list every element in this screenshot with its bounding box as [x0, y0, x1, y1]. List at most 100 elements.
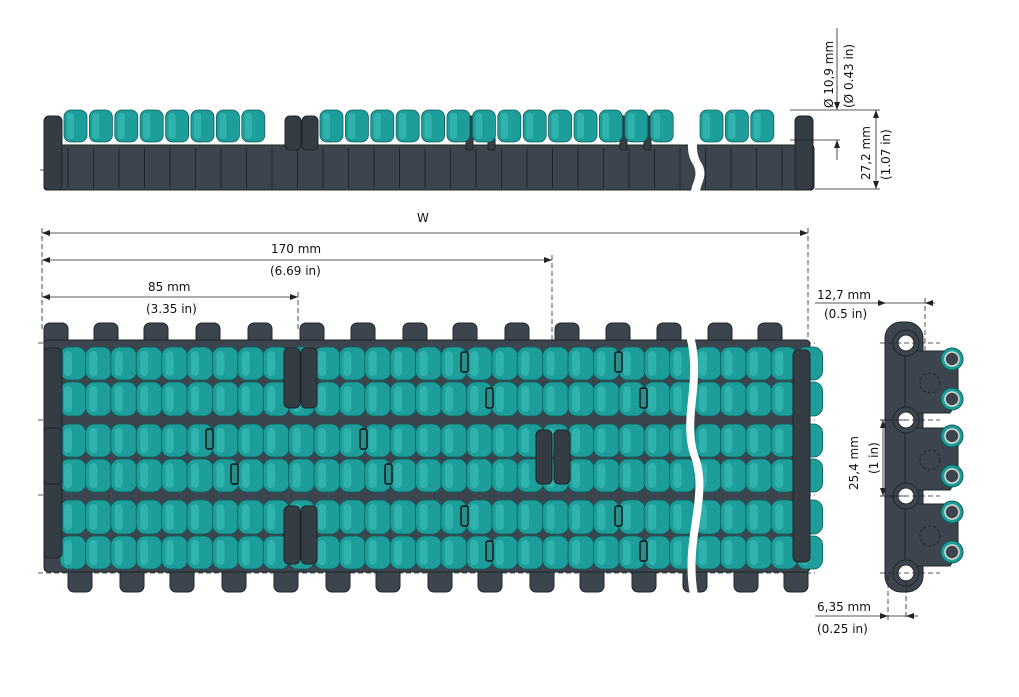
roller-highlight [368, 540, 377, 565]
roller-highlight [241, 351, 250, 376]
plan-roller [720, 423, 747, 458]
belt-side-profile: 12,7 mm (0.5 in) 25,4 mm (1 in) 6,35 mm … [815, 288, 964, 636]
plan-roller [364, 499, 392, 535]
plan-roller [338, 499, 366, 535]
plan-roller [389, 346, 417, 381]
plan-roller [389, 499, 417, 535]
roller-highlight [140, 540, 149, 565]
plan-roller [59, 381, 87, 417]
plan-roller [720, 535, 747, 570]
roller-highlight [703, 113, 710, 139]
roller-highlight [470, 540, 479, 565]
roller-highlight [724, 428, 733, 453]
arrow-head [878, 300, 886, 306]
plan-roller [110, 535, 138, 570]
roller-highlight [64, 386, 72, 412]
roller-highlight [572, 428, 580, 453]
roller-highlight [318, 540, 326, 565]
roller-highlight [648, 463, 657, 488]
roller-highlight [368, 504, 377, 530]
roller-highlight [394, 463, 403, 488]
pin-slot [460, 351, 469, 373]
roller-highlight [394, 540, 403, 565]
side-frame [283, 505, 301, 565]
plan-roller [110, 346, 138, 381]
roller-highlight [216, 463, 225, 488]
roller-highlight [753, 113, 761, 139]
side-guard [301, 115, 319, 151]
plan-roller [338, 535, 366, 570]
side-frame [300, 505, 318, 565]
roller-highlight [597, 504, 606, 530]
plan-roller [110, 458, 138, 493]
roller-highlight [419, 386, 428, 412]
roller-diameter-in: (Ø 0.43 in) [842, 44, 856, 108]
roller-highlight [673, 463, 682, 488]
plan-roller [745, 535, 773, 570]
roller-highlight [267, 540, 276, 565]
plan-roller [618, 458, 646, 493]
pitch-mm: 25,4 mm [847, 436, 861, 490]
dim-635-mm: 6,35 mm [817, 600, 871, 614]
plan-roller [694, 535, 722, 570]
plan-roller [618, 423, 646, 458]
plan-roller [720, 381, 747, 417]
roller-highlight [597, 428, 606, 453]
roller-highlight [241, 386, 250, 412]
roller-highlight [627, 113, 635, 139]
roller-highlight [648, 386, 657, 412]
dim-127-mm: 12,7 mm [817, 288, 871, 302]
roller-highlight [114, 540, 123, 565]
plan-roller [465, 458, 493, 493]
plan-roller [491, 458, 519, 493]
roller-highlight [673, 540, 682, 565]
plan-roller [85, 535, 112, 570]
roller-highlight [699, 386, 707, 412]
roller-highlight [343, 540, 352, 565]
roller-highlight [470, 463, 479, 488]
roller-highlight [728, 113, 736, 139]
plan-roller [364, 381, 392, 417]
plan-roller [593, 458, 620, 493]
plan-roller [135, 535, 163, 570]
roller-axle [944, 468, 960, 484]
plan-roller [161, 381, 189, 417]
pitch-in: (1 in) [867, 442, 881, 474]
roller-highlight [495, 463, 504, 488]
dim-85-mm: 85 mm [148, 280, 190, 294]
roller-highlight [521, 463, 530, 488]
plan-roller [643, 423, 671, 458]
roller-highlight [373, 113, 381, 139]
roller-highlight [165, 386, 174, 412]
pin-slot [205, 428, 214, 450]
side-frame [553, 429, 571, 485]
roller-highlight [521, 386, 530, 412]
roller-highlight [526, 113, 534, 139]
roller-highlight [394, 351, 403, 376]
plan-roller [643, 381, 671, 417]
belt-plan-view: W 170 mm (6.69 in) 85 mm (3.35 in) [38, 211, 823, 595]
roller-highlight [165, 540, 174, 565]
pin-slot [485, 540, 494, 562]
roller-highlight [495, 351, 504, 376]
roller-highlight [318, 386, 326, 412]
roller-highlight [597, 351, 606, 376]
plan-roller [110, 381, 138, 417]
roller-highlight [117, 113, 125, 139]
plan-roller [669, 458, 696, 493]
roller-highlight [114, 428, 123, 453]
roller-highlight [445, 386, 453, 412]
roller-highlight [216, 386, 225, 412]
plan-roller [313, 499, 341, 535]
arrow-head [42, 257, 50, 263]
roller-highlight [64, 463, 72, 488]
roller-highlight [194, 113, 201, 139]
plan-roller-grid [59, 346, 823, 570]
roller-highlight [749, 428, 758, 453]
roller-highlight [470, 386, 479, 412]
plan-roller [262, 423, 290, 458]
plan-roller [135, 423, 163, 458]
roller-highlight [424, 113, 432, 139]
plan-roller [491, 535, 519, 570]
